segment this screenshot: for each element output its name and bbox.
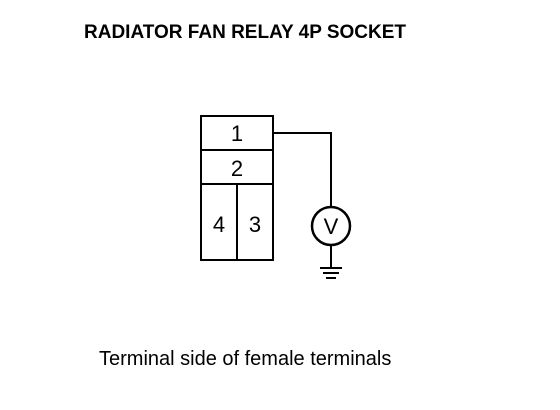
terminal-3-label: 3 <box>249 212 261 237</box>
diagram-caption: Terminal side of female terminals <box>99 348 392 370</box>
ground-icon <box>320 267 342 279</box>
probe-wire <box>273 132 332 207</box>
voltmeter-symbol: V <box>324 214 339 239</box>
voltmeter-icon: V <box>310 205 352 247</box>
relay-connector <box>200 115 274 261</box>
terminal-1-label: 1 <box>231 121 243 146</box>
diagram-title: RADIATOR FAN RELAY 4P SOCKET <box>84 22 407 43</box>
terminal-4-label: 4 <box>213 212 225 237</box>
terminal-2-label: 2 <box>231 156 243 181</box>
